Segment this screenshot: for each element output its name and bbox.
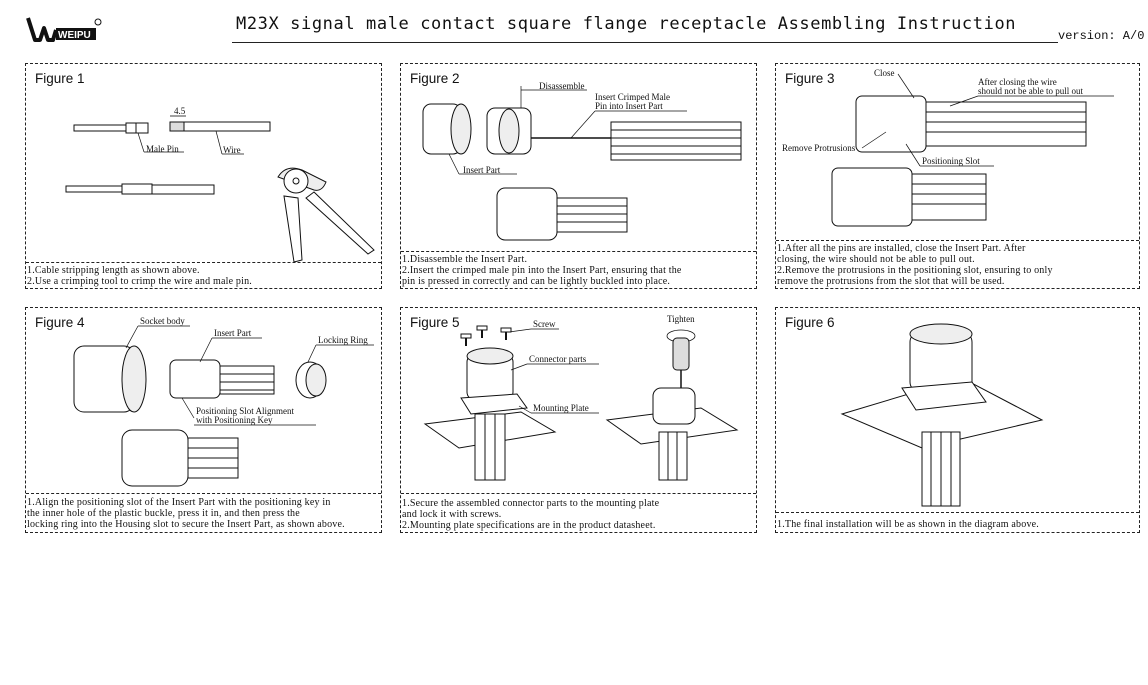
instruction-line: the inner hole of the plastic buckle, pr…	[27, 508, 300, 519]
figure-title: Figure 3	[785, 71, 835, 86]
close-label: Close	[874, 68, 895, 78]
instruction-divider	[401, 251, 756, 252]
instruction-line: and lock it with screws.	[402, 509, 502, 520]
instruction-line: 1.Cable stripping length as shown above.	[27, 265, 200, 276]
wire-label: Wire	[223, 145, 241, 155]
alignment-label-2: with Positioning Key	[196, 415, 273, 425]
instruction-divider	[26, 493, 381, 494]
instruction-line: closing, the wire should not be able to …	[777, 254, 975, 265]
weipu-logo: WEIPU	[26, 17, 102, 42]
figure-title: Figure 4	[35, 315, 85, 330]
tighten-label: Tighten	[667, 314, 695, 324]
instruction-divider	[776, 240, 1139, 241]
instruction-line: 2.Use a crimping tool to crimp the wire …	[27, 276, 252, 287]
instruction-line: 1.Align the positioning slot of the Inse…	[27, 497, 331, 508]
screw-icon	[460, 325, 512, 346]
positioning-slot-label: Positioning Slot	[922, 156, 980, 166]
figure-4-panel: Figure 4 Socket body Insert Part Locking…	[25, 307, 382, 533]
instruction-line: 1.The final installation will be as show…	[777, 519, 1039, 530]
figure-title: Figure 1	[35, 71, 85, 86]
mounting-plate-label: Mounting Plate	[533, 403, 589, 413]
instruction-line: 1.Secure the assembled connector parts t…	[402, 498, 660, 509]
version-label: version: A/0	[1058, 29, 1145, 43]
figure-1-illustration: 4.5 Male Pin Wire	[65, 106, 375, 263]
remove-protrusions-label: Remove Protrusions	[782, 143, 856, 153]
figure-2-panel: Figure 2 Disassemble Insert Crimped Male…	[400, 63, 757, 289]
instruction-divider	[776, 512, 1139, 513]
instruction-divider	[401, 493, 756, 494]
figure-6-illustration	[840, 323, 1044, 507]
disassemble-label: Disassemble	[539, 81, 585, 91]
title-underline	[232, 42, 1058, 43]
insert-part-label: Insert Part	[214, 328, 252, 338]
locking-ring-label: Locking Ring	[318, 335, 368, 345]
screw-label: Screw	[533, 319, 556, 329]
dimension-label: 4.5	[174, 106, 186, 116]
instruction-line: pin is pressed in correctly and can be l…	[402, 276, 671, 287]
figure-1-panel: Figure 1 4.5 Male Pin Wire 1.Cable strip…	[25, 63, 382, 289]
figure-6-panel: Figure 6 1.The final installation will b…	[775, 307, 1140, 533]
figure-5-panel: Figure 5 Screw Connector parts Mounting …	[400, 307, 757, 533]
insert-crimped-label-1: Insert Crimped Male	[595, 92, 670, 102]
instruction-divider	[26, 262, 381, 263]
svg-text:WEIPU: WEIPU	[58, 30, 91, 41]
connector-parts-label: Connector parts	[529, 354, 587, 364]
instruction-line: remove the protrusions from the slot tha…	[777, 276, 1005, 287]
after-closing-label-1: After closing the wire	[978, 77, 1057, 87]
document-title: M23X signal male contact square flange r…	[236, 14, 1017, 34]
figure-title: Figure 6	[785, 315, 835, 330]
figure-3-panel: Figure 3 Close After closing the wire sh…	[775, 63, 1140, 289]
figure-title: Figure 5	[410, 315, 460, 330]
instruction-line: 2.Remove the protrusions in the position…	[777, 265, 1053, 276]
insert-crimped-label-2: Pin into Insert Part	[595, 101, 663, 111]
instruction-line: 1.After all the pins are installed, clos…	[777, 243, 1026, 254]
figure-5-illustration: Screw Connector parts Mounting Plate Tig…	[423, 314, 739, 481]
instruction-line: 2.Insert the crimped male pin into the I…	[402, 265, 682, 276]
figure-2-illustration: Disassemble Insert Crimped Male Pin into…	[422, 81, 742, 241]
socket-body-label: Socket body	[140, 316, 185, 326]
figure-3-illustration: Close After closing the wire should not …	[782, 68, 1114, 227]
instruction-line: 1.Disassemble the Insert Part.	[402, 254, 528, 265]
figure-title: Figure 2	[410, 71, 460, 86]
after-closing-label-2: should not be able to pull out	[978, 86, 1083, 96]
instruction-line: 2.Mounting plate specifications are in t…	[402, 520, 656, 531]
male-pin-label: Male Pin	[146, 144, 179, 154]
instruction-line: locking ring into the Housing slot to se…	[27, 519, 345, 530]
figure-4-illustration: Socket body Insert Part Locking Ring Pos…	[73, 316, 374, 487]
alignment-label-1: Positioning Slot Alignment	[196, 406, 295, 416]
insert-part-label: Insert Part	[463, 165, 501, 175]
